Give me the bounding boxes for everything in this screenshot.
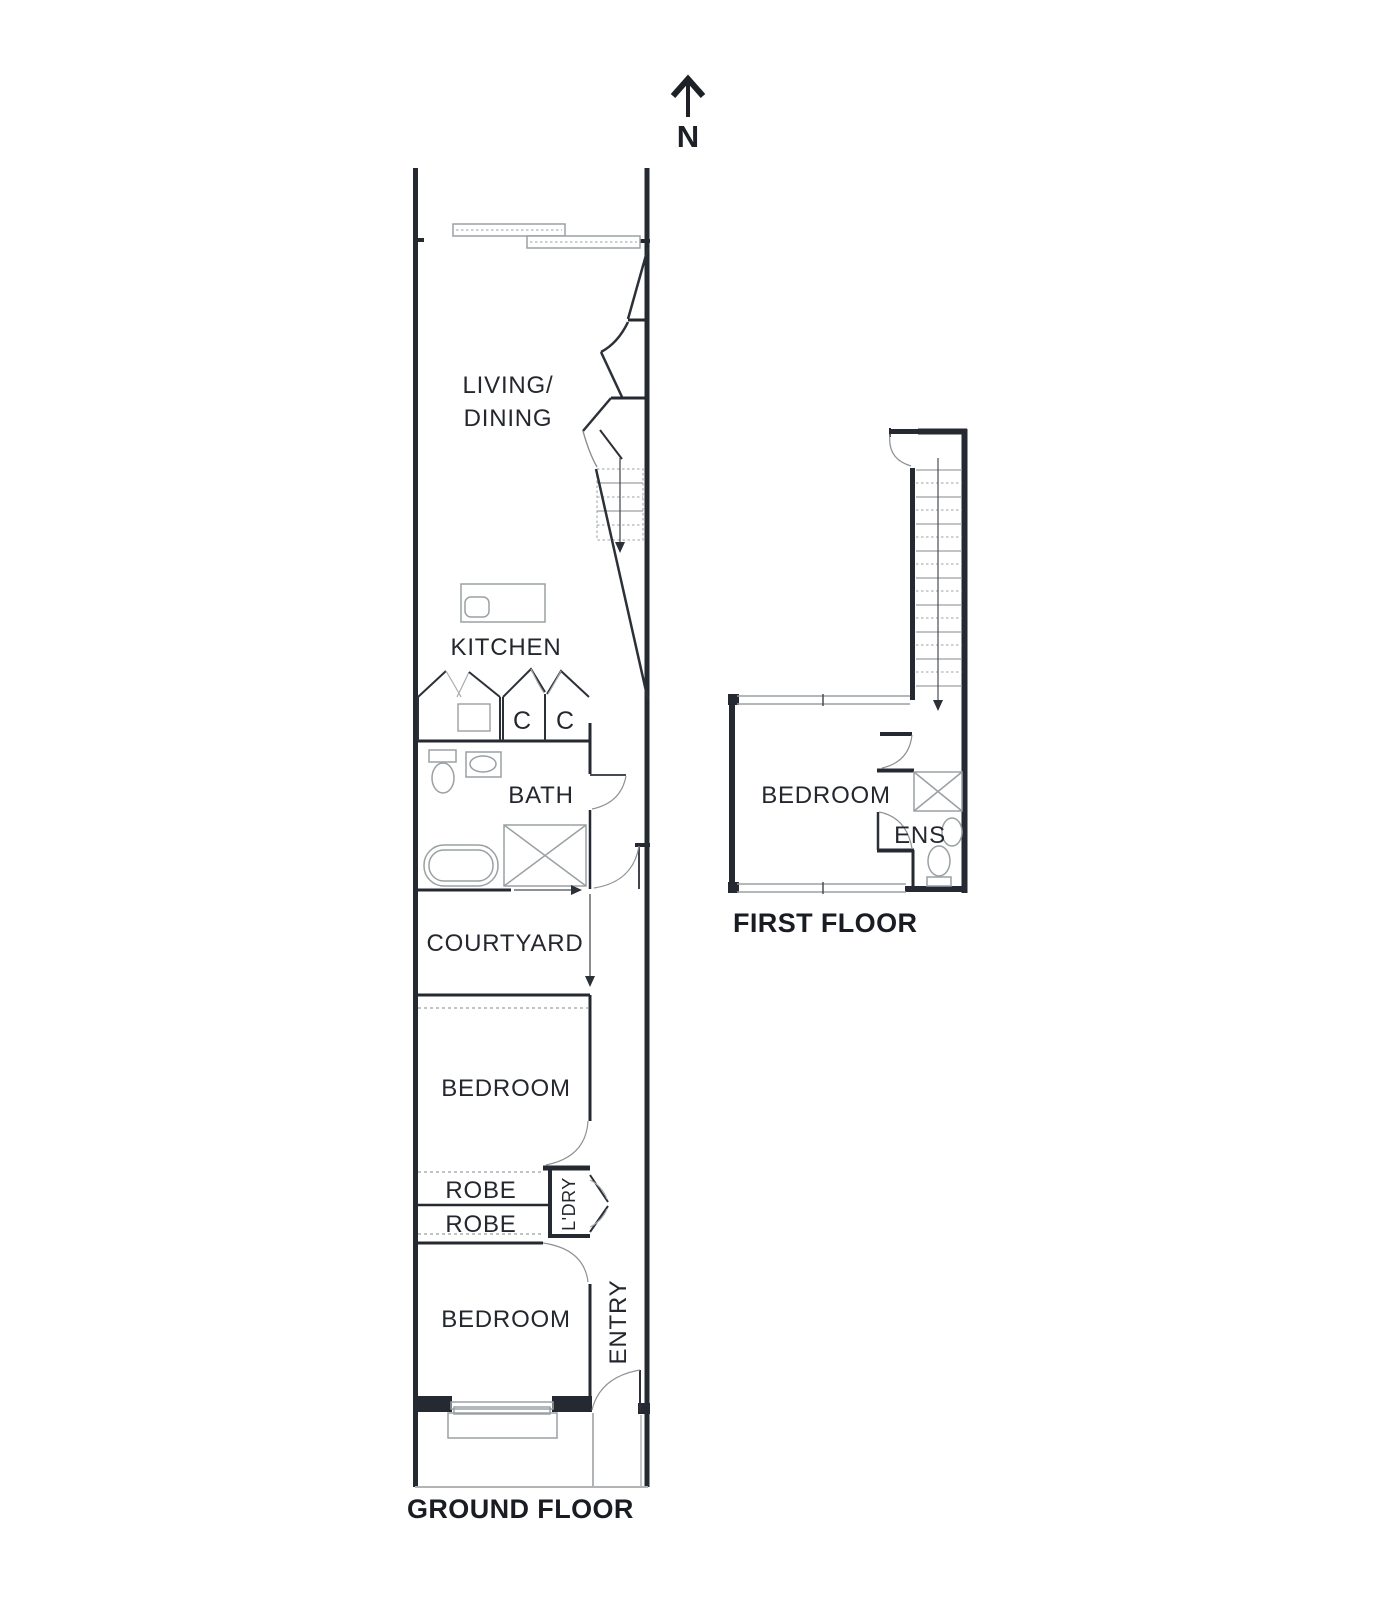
label-kitchen: KITCHEN bbox=[451, 634, 562, 661]
north-label: N bbox=[677, 119, 699, 154]
north-arrow-icon bbox=[670, 74, 706, 117]
kitchen-island bbox=[460, 583, 546, 623]
flow-arrows bbox=[514, 885, 595, 987]
label-ensuite: ENS bbox=[894, 822, 946, 849]
east-folding-doors bbox=[582, 247, 650, 468]
first-walls bbox=[728, 428, 968, 893]
ensuite-toilet bbox=[926, 845, 952, 887]
label-cupboard-left: C bbox=[513, 707, 531, 735]
label-robe-top: ROBE bbox=[445, 1177, 516, 1204]
shower bbox=[503, 824, 587, 887]
ground-doors bbox=[542, 774, 650, 1412]
ground-stairs bbox=[594, 458, 650, 701]
label-living-line1: LIVING/ bbox=[463, 372, 554, 399]
robe-laundry bbox=[418, 1170, 609, 1238]
ground-floor-plan: LIVING/ DINING KITCHEN C C BATH COURTYAR… bbox=[407, 168, 650, 1524]
label-entry: ENTRY bbox=[605, 1280, 632, 1365]
toilet bbox=[428, 749, 457, 794]
porch-lines bbox=[415, 1413, 648, 1488]
first-floor-plan: BEDROOM ENS FIRST FLOOR bbox=[728, 428, 968, 938]
label-robe-bottom: ROBE bbox=[445, 1211, 516, 1238]
label-bedroom-middle: BEDROOM bbox=[441, 1075, 571, 1102]
label-courtyard: COURTYARD bbox=[427, 930, 584, 957]
kitchen-sink bbox=[464, 596, 490, 618]
label-bath: BATH bbox=[508, 782, 573, 809]
ground-floor-title: GROUND FLOOR bbox=[407, 1494, 634, 1524]
ensuite-fixtures bbox=[913, 771, 963, 887]
first-windows bbox=[737, 694, 910, 894]
first-floor-title: FIRST FLOOR bbox=[733, 908, 917, 938]
ground-walls bbox=[413, 168, 650, 1487]
ensuite-shower bbox=[913, 771, 963, 812]
bathtub bbox=[423, 844, 499, 887]
vanity-basin bbox=[465, 751, 502, 778]
kitchen-closets bbox=[417, 667, 590, 741]
label-bedroom-first: BEDROOM bbox=[761, 782, 891, 809]
label-laundry: L'DRY bbox=[559, 1177, 579, 1231]
first-stairs bbox=[916, 458, 962, 711]
label-cupboard-right: C bbox=[556, 707, 574, 735]
bay-window bbox=[447, 1401, 558, 1439]
rear-sliding-doors bbox=[452, 223, 641, 249]
bath-fixtures bbox=[423, 749, 587, 887]
ensuite-basin bbox=[941, 817, 963, 847]
label-bedroom-front: BEDROOM bbox=[441, 1306, 571, 1333]
first-doors bbox=[876, 428, 921, 850]
closet-appliance bbox=[457, 703, 491, 732]
label-living-line2: DINING bbox=[464, 405, 553, 432]
